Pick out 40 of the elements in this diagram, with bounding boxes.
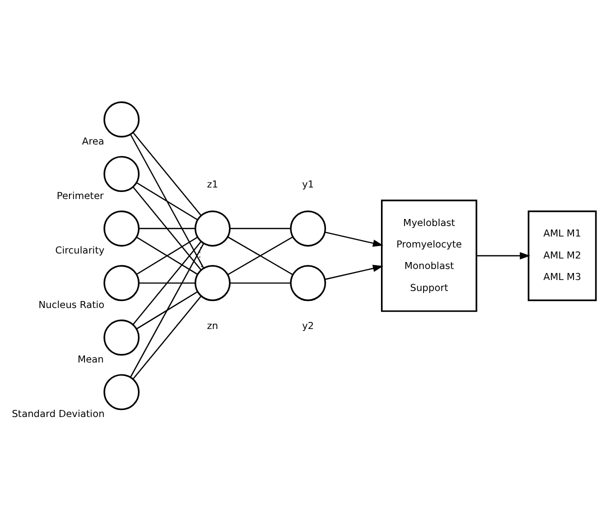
connector — [138, 282, 196, 284]
node-label: Mean — [78, 354, 104, 366]
connector — [136, 290, 198, 329]
node-label: z1 — [206, 179, 218, 190]
node-label: zn — [207, 320, 218, 332]
node-label: Circularity — [55, 244, 104, 256]
node-circle — [290, 210, 326, 246]
arrow — [476, 252, 530, 259]
connector — [136, 236, 198, 274]
connector — [132, 132, 202, 216]
node-circle — [104, 155, 140, 192]
connector — [228, 236, 294, 275]
connector — [130, 242, 204, 378]
connector — [230, 227, 290, 229]
arrow — [324, 264, 384, 280]
node-label: y2 — [302, 320, 314, 332]
node-circle — [104, 210, 140, 246]
connector — [136, 182, 198, 220]
node-label: y1 — [302, 179, 314, 190]
connector — [130, 133, 204, 268]
connector — [199, 242, 204, 268]
node-circle — [194, 264, 231, 301]
node-box: Myeloblast Promyelocyte Monoblast Support — [380, 199, 478, 312]
node-circle — [104, 100, 140, 137]
node-label: Nucleus Ratio — [38, 299, 104, 310]
node-box: AML M1 AML M2 AML M3 — [528, 210, 597, 301]
node-circle — [104, 374, 140, 410]
node-label: Perimeter — [56, 190, 104, 202]
node-circle — [194, 210, 231, 246]
connector — [138, 227, 196, 229]
node-label: Standard Deviation — [12, 408, 105, 420]
connector — [132, 295, 202, 380]
connector — [132, 186, 202, 270]
node-label: Area — [82, 136, 104, 147]
node-circle — [104, 319, 140, 356]
node-circle — [290, 264, 326, 301]
arrow — [324, 231, 384, 246]
connector — [132, 240, 202, 325]
connector — [230, 282, 290, 284]
node-circle — [104, 264, 140, 301]
